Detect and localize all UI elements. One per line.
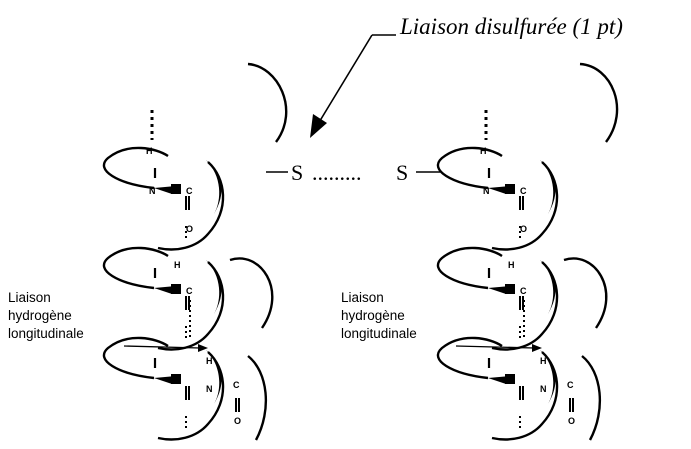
right-h2-atom: H — [508, 260, 515, 270]
right-c-atom: C — [520, 186, 527, 196]
right-c2-atom: C — [520, 286, 527, 296]
right-hbond-label: Liaison hydrogène longitudinale — [341, 289, 417, 343]
left-hbond-label: Liaison hydrogène longitudinale — [8, 289, 84, 343]
right-o-atom: O — [520, 224, 527, 234]
left-sulfur-atom: S — [291, 160, 303, 185]
right-hbond-arrow — [455, 344, 542, 352]
left-o3-atom: O — [234, 416, 241, 426]
right-c3-atom: C — [567, 380, 574, 390]
left-c3-atom: C — [233, 380, 240, 390]
right-o3-atom: O — [568, 416, 575, 426]
left-n3-atom: N — [206, 384, 213, 394]
left-helix: H N C O H C H C N O — [102, 62, 288, 441]
left-c2-atom: C — [186, 286, 193, 296]
left-hbond-arrow — [123, 344, 208, 352]
left-h2-atom: H — [174, 260, 181, 270]
left-c-atom: C — [186, 186, 193, 196]
left-h3-atom: H — [206, 356, 213, 366]
right-helix: H N C O H C H C N O — [436, 62, 619, 441]
right-n-atom: N — [483, 186, 490, 196]
left-hbond-label-line2: hydrogène — [8, 308, 72, 323]
disulfide-bridge: S ......... S — [266, 160, 440, 185]
left-hbond-label-line3: longitudinale — [8, 326, 84, 341]
right-h-atom: H — [480, 146, 487, 156]
right-hbond-label-line1: Liaison — [341, 290, 384, 305]
right-h3-atom: H — [540, 356, 547, 366]
left-n-atom: N — [149, 186, 156, 196]
left-hbond-label-line1: Liaison — [8, 290, 51, 305]
bridge-dots: ......... — [312, 160, 362, 185]
disulfide-callout-label: Liaison disulfurée (1 pt) — [400, 14, 623, 39]
callout-arrow — [310, 34, 396, 138]
right-hbond-label-line2: hydrogène — [341, 308, 405, 323]
right-n3-atom: N — [540, 384, 547, 394]
right-hbond-label-line3: longitudinale — [341, 326, 417, 341]
left-h-atom: H — [146, 146, 153, 156]
left-o-atom: O — [186, 224, 193, 234]
right-sulfur-atom: S — [396, 160, 408, 185]
